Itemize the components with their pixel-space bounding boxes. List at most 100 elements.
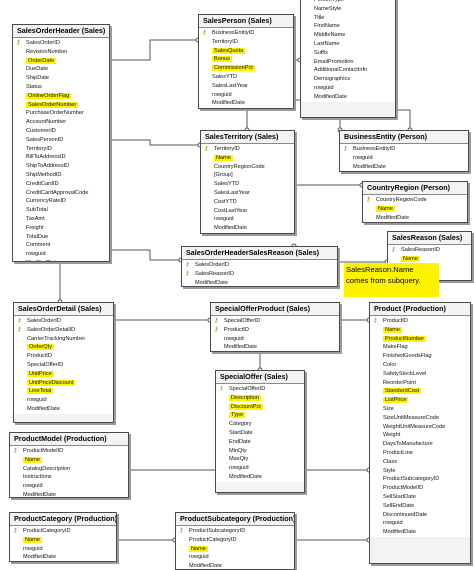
field-row: rowguid [10,545,116,554]
field-row: MiddleName [301,31,395,40]
field-label: CostLastYear [214,207,248,214]
entity-specialofferproduct: SpecialOfferProduct (Sales)⚷SpecialOffer… [210,302,340,352]
field-label: [Group] [214,172,233,179]
field-label: ReorderPoint [383,379,416,386]
entity-salesorderheadersalesreason: SalesOrderHeaderSalesReason (Sales)⚷Sale… [181,246,338,287]
field-row: CostLastYear [201,207,294,216]
field-row: Description [216,394,304,403]
entity-title: ProductCategory (Production) [10,513,116,526]
field-row: ReorderPoint [370,379,470,388]
field-label: Title [314,14,325,21]
field-label: RevisionNumber [26,48,68,55]
field-label: Color [383,361,397,368]
field-row: ⚷ProductID [211,326,339,335]
key-icon: ⚷ [185,270,190,277]
field-label: TerritoryID [26,145,52,152]
key-icon: ⚷ [179,528,184,534]
field-row: Suffix [301,49,395,58]
key-icon: ⚷ [17,318,22,324]
field-row: ⚷ProductModelID [10,447,128,456]
field-label: StartDate [229,429,253,436]
field-row: ProductCategoryID [176,536,294,545]
field-label: CreditCardID [26,180,59,187]
entity-title: SpecialOfferProduct (Sales) [211,303,339,316]
field-row: StandardCost [370,387,470,396]
field-label: PersonType [314,0,344,3]
field-label: Name [214,154,233,161]
field-row: ⚷SalesOrderID [14,317,113,326]
field-row: ⚷ProductCategoryID [10,527,116,536]
field-row: Name [388,255,471,264]
field-row: ⚷SpecialOfferID [216,385,304,394]
field-label: SalesOrderID [26,40,60,46]
field-label: Suffix [314,49,328,56]
field-row: SubTotal [13,206,109,215]
relationship-line [396,109,411,130]
field-label: Class [383,458,397,465]
entity-title: SalesOrderHeader (Sales) [13,25,109,38]
entity-title: ProductSubcategory (Production) [176,513,294,526]
field-label: TaxAmt [26,215,45,222]
field-label: LastName [314,40,340,47]
field-row: ⚷ProductID [370,317,470,326]
field-row: SalesLastYear [199,82,293,91]
field-row: Bonus [199,55,293,64]
field-label: OnlineOrderFlag [26,92,72,99]
entity-title: CountryRegion (Person) [363,182,467,195]
field-row: LineTotal [14,387,113,396]
field-label: rowguid [214,216,234,223]
field-row: Instructions [10,473,128,482]
field-row: ModifiedDate [10,553,116,561]
field-row: OrderDate [13,57,109,66]
field-label: SalesYTD [214,181,240,188]
field-row: ProductLine [370,449,470,458]
field-label: CreditCardApprovalCode [26,189,89,196]
field-label: Name [23,536,42,543]
entity-salesorderdetail: SalesOrderDetail (Sales)⚷SalesOrderID⚷Sa… [13,302,114,423]
field-row: BillToAddressID [13,153,109,162]
field-label: UnitPriceDiscount [27,379,76,386]
field-label: SalesOrderDetailID [27,326,76,333]
field-label: UnitPrice [27,370,54,377]
annotation-callout: SalesReason.Name comes from subquery. [344,263,439,297]
field-label: ShipDate [26,75,50,82]
field-label: SalesReasonID [401,247,440,253]
field-label: CarrierTrackingNumber [27,335,86,342]
field-row: FinishedGoodsFlag [370,352,470,361]
field-label: ModifiedDate [27,405,60,412]
field-row: EmailPromotion [301,58,395,67]
field-row: Style [370,467,470,476]
field-label: TerritoryID [214,146,240,152]
field-label: CurrencyRateID [26,198,67,205]
field-row: ProductSubcategoryID [370,475,470,484]
field-label: Freight [26,224,44,231]
field-row: DueDate [13,65,109,74]
field-row: ⚷SalesOrderDetailID [14,326,113,335]
field-row: ModifiedDate [176,562,294,570]
field-row: ModifiedDate [201,224,294,233]
field-row: TaxAmt [13,215,109,224]
field-row: DaysToManufacture [370,440,470,449]
field-label: ProductSubcategoryID [383,476,440,483]
field-row: ModifiedDate [340,163,468,171]
field-label: ModifiedDate [376,214,409,221]
field-label: ModifiedDate [23,491,56,498]
field-row: ShipDate [13,74,109,83]
field-row: DiscontinuedDate [370,511,470,520]
field-label: rowguid [383,520,403,527]
field-label: ProductLine [383,449,413,456]
entity-productmodel: ProductModel (Production)⚷ProductModelID… [9,432,129,498]
field-row: SalesOrderNumber [13,101,109,110]
field-row: DiscountPct [216,403,304,412]
entity-productsubcategory: ProductSubcategory (Production)⚷ProductS… [175,512,295,570]
field-label: rowguid [23,483,43,490]
field-row: NameStyle [301,5,395,14]
field-label: ModifiedDate [189,563,222,570]
field-row: ModifiedDate [199,99,293,108]
field-row: ModifiedDate [370,528,470,537]
entity-businessentity: BusinessEntity (Person)⚷BusinessEntityID… [339,130,469,172]
